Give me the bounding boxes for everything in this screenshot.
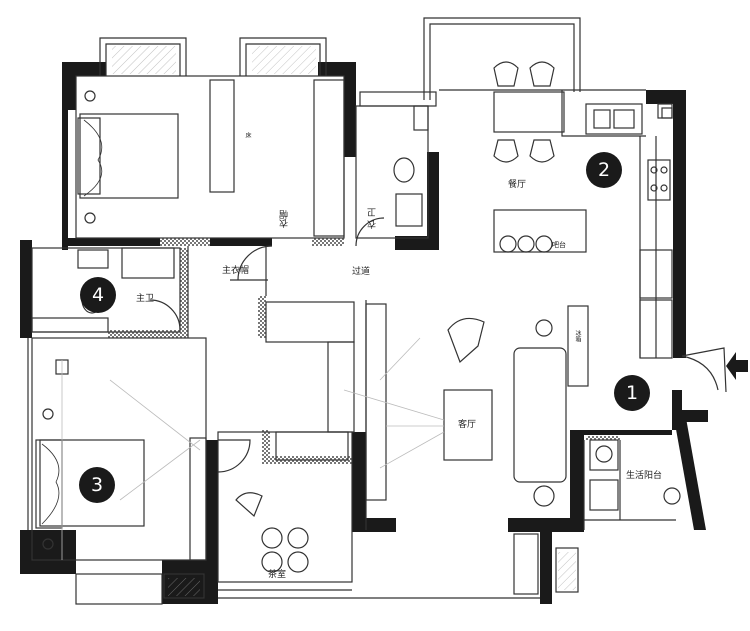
room-label-tea-room: 茶室 [268,570,287,580]
room-label-closet: 衣帽 [280,210,290,228]
label-fridge: 冰箱 [574,330,581,342]
walls [20,62,708,604]
bed-drapes [41,119,103,525]
room-label-utility-balcony: 生活阳台 [626,471,663,481]
windows-hatch [112,46,576,596]
marker-1: 1 [614,375,650,411]
label-bar: 吧台 [552,241,566,249]
marker-3: 3 [79,467,115,503]
room-label-guest-closet: 衣 [368,220,378,229]
marker-2: 2 [586,152,622,188]
room-label-master-closet: 主衣帽 [222,266,250,276]
label-bed: 床 [244,132,251,138]
room-label-living: 客厅 [458,420,477,430]
marker-4: 4 [80,277,116,313]
room-label-passage: 过道 [352,267,371,277]
guide-lines [61,337,445,560]
room-label-dining: 餐厅 [508,180,527,190]
outlines [27,17,727,605]
room-label-guest-bath: 卫 [368,208,378,217]
room-label-master-bath: 主卫 [136,294,155,304]
entry-arrow-icon [726,352,748,380]
